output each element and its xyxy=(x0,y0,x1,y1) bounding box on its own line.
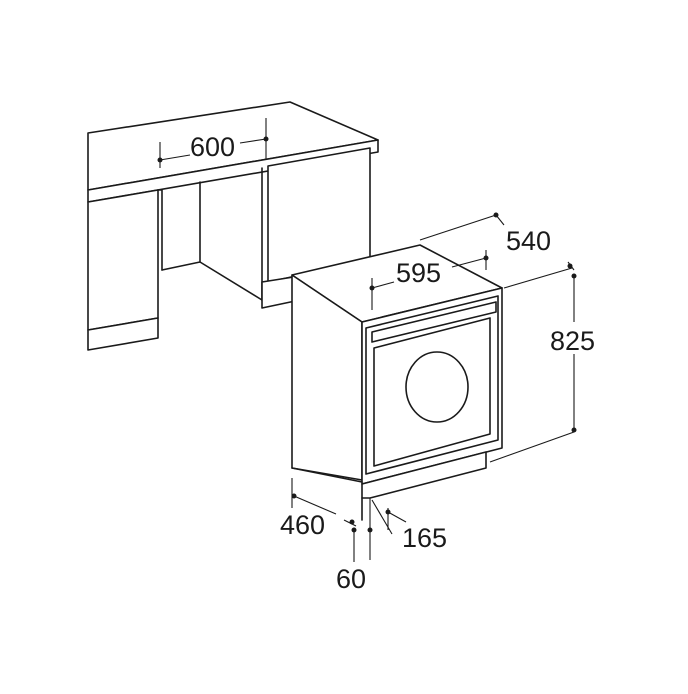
label-60: 60 xyxy=(336,564,366,594)
washing-machine xyxy=(291,244,503,521)
label-600: 600 xyxy=(190,132,235,162)
left-plinth xyxy=(87,317,159,351)
control-strip xyxy=(371,301,497,343)
door-inner xyxy=(373,317,491,467)
label-540: 540 xyxy=(506,226,551,256)
dimension-825: 825 xyxy=(489,267,595,463)
label-165: 165 xyxy=(402,523,447,553)
left-panel-inner xyxy=(157,189,163,271)
dimension-600: 600 xyxy=(157,118,269,168)
dimension-60: 60 xyxy=(336,498,373,594)
machine-plinth xyxy=(361,451,487,499)
left-panel xyxy=(87,189,159,331)
niche-back xyxy=(199,181,263,301)
dimension-165: 165 xyxy=(371,499,447,553)
label-825: 825 xyxy=(550,326,595,356)
label-595: 595 xyxy=(396,258,441,288)
dimension-460: 460 xyxy=(280,478,357,540)
countertop-front-edge xyxy=(87,139,379,203)
dimension-540: 540 xyxy=(419,212,575,271)
dimension-595: 595 xyxy=(369,250,489,310)
label-460: 460 xyxy=(280,510,325,540)
porthole xyxy=(405,351,469,423)
